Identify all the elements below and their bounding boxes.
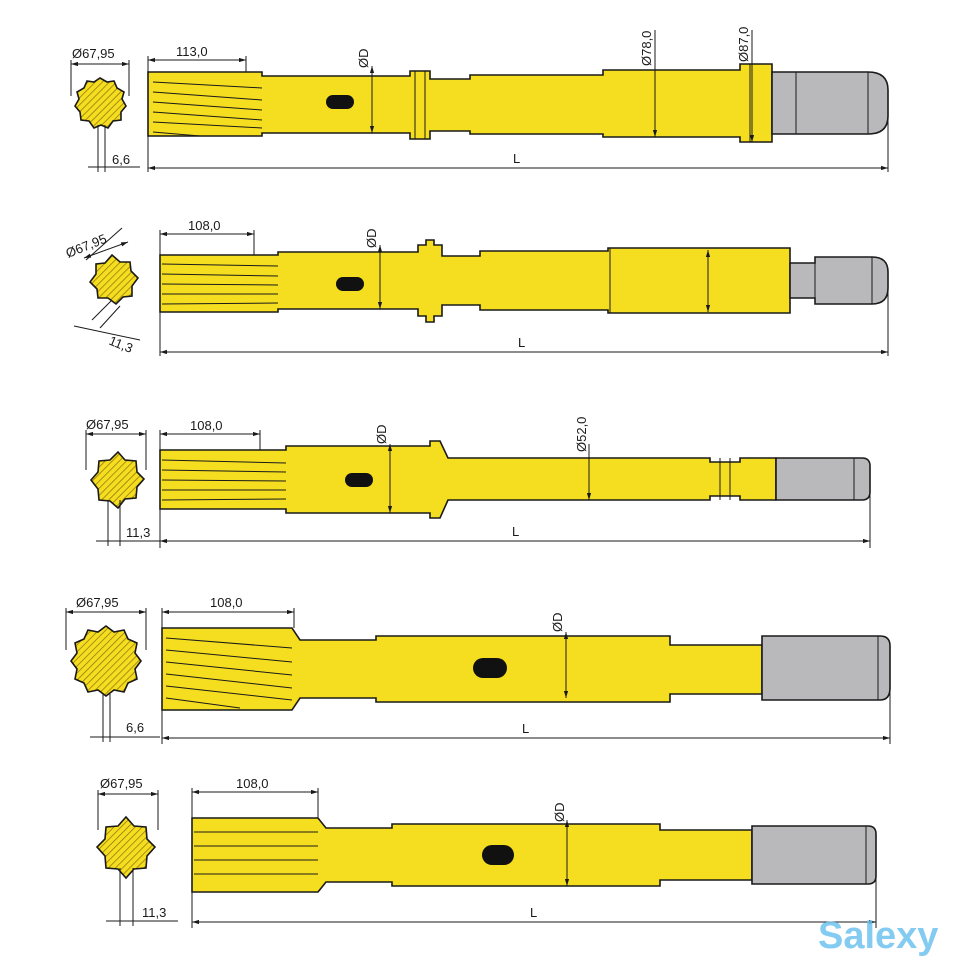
spline-cross-section-4: [70, 625, 142, 697]
body-diameter-label-2: ØD: [364, 229, 379, 249]
key-width-label-3: 11,3: [126, 525, 150, 540]
flushing-slot-2: [336, 277, 364, 291]
spline-cross-section-3: [89, 450, 146, 510]
neck-diameter-label-3: Ø52,0: [574, 417, 589, 452]
thread-end-5: [751, 825, 877, 885]
spline-diameter-label-4: Ø67,95: [76, 595, 119, 610]
flushing-slot-5: [482, 845, 514, 865]
spline-grooves-3: [161, 459, 287, 501]
flushing-slot-3: [345, 473, 373, 487]
spline-length-label-1: 113,0: [176, 44, 208, 59]
length-label-5: L: [530, 905, 537, 920]
shank-body-1: [147, 63, 773, 143]
length-label-4: L: [522, 721, 529, 736]
spline-grooves-5: [194, 831, 318, 875]
thread-end-4: [761, 635, 891, 701]
body-diameter-label-5: ØD: [552, 803, 567, 823]
spline-length-label-4: 108,0: [210, 595, 243, 610]
shank-3: Ø67,95 108,0 11,3 ØD Ø52,0 L: [85, 417, 871, 548]
shank-body-3: [159, 440, 777, 519]
spline-diameter-label-1: Ø67,95: [72, 46, 115, 61]
shank-body-5: [191, 817, 753, 893]
flushing-slot-4: [473, 658, 507, 678]
spline-cross-section-5: [95, 815, 157, 880]
spline-length-label-3: 108,0: [190, 418, 223, 433]
length-label-1: L: [513, 151, 520, 166]
shank-5: Ø67,95 108,0 11,3 ØD L: [95, 776, 877, 928]
spline-grooves-1: [152, 81, 263, 137]
body-diameter-label-4: ØD: [550, 613, 565, 633]
shank-1: Ø67,95 113,0 6,6 ØD Ø78,0 Ø87,0 L: [70, 27, 889, 172]
collar-diameter-label-1: Ø78,0: [639, 31, 654, 66]
length-label-2: L: [518, 335, 525, 350]
thread-end-2: [789, 256, 889, 305]
spline-cross-section-2: [88, 253, 140, 306]
flushing-slot-1: [326, 95, 354, 109]
thread-end-3: [775, 457, 871, 501]
shank-2: Ø67,95 108,0 11,3 ØD L: [64, 218, 889, 356]
body-diameter-label-1: ØD: [356, 49, 371, 69]
spline-grooves-4: [165, 637, 293, 709]
shank-body-4: [161, 627, 763, 711]
key-width-label-1: 6,6: [112, 152, 130, 167]
key-width-label-4: 6,6: [126, 720, 144, 735]
spline-length-label-2: 108,0: [188, 218, 221, 233]
spline-grooves-2: [161, 263, 279, 305]
body-diameter-label-3: ØD: [374, 425, 389, 445]
flange-diameter-label-1: Ø87,0: [736, 27, 751, 62]
length-label-3: L: [512, 524, 519, 539]
key-width-label-2: 11,3: [107, 333, 135, 356]
watermark-logo: Salexy: [818, 915, 938, 957]
spline-diameter-label-5: Ø67,95: [100, 776, 143, 791]
shank-4: Ø67,95 108,0 6,6 ØD L: [65, 595, 891, 744]
spline-length-label-5: 108,0: [236, 776, 269, 791]
spline-cross-section-1: [74, 77, 127, 129]
thread-end-1: [771, 71, 889, 135]
key-width-label-5: 11,3: [142, 905, 166, 920]
shank-body-2: [159, 239, 791, 323]
spline-diameter-label-2: Ø67,95: [64, 231, 109, 261]
spline-diameter-label-3: Ø67,95: [86, 417, 129, 432]
